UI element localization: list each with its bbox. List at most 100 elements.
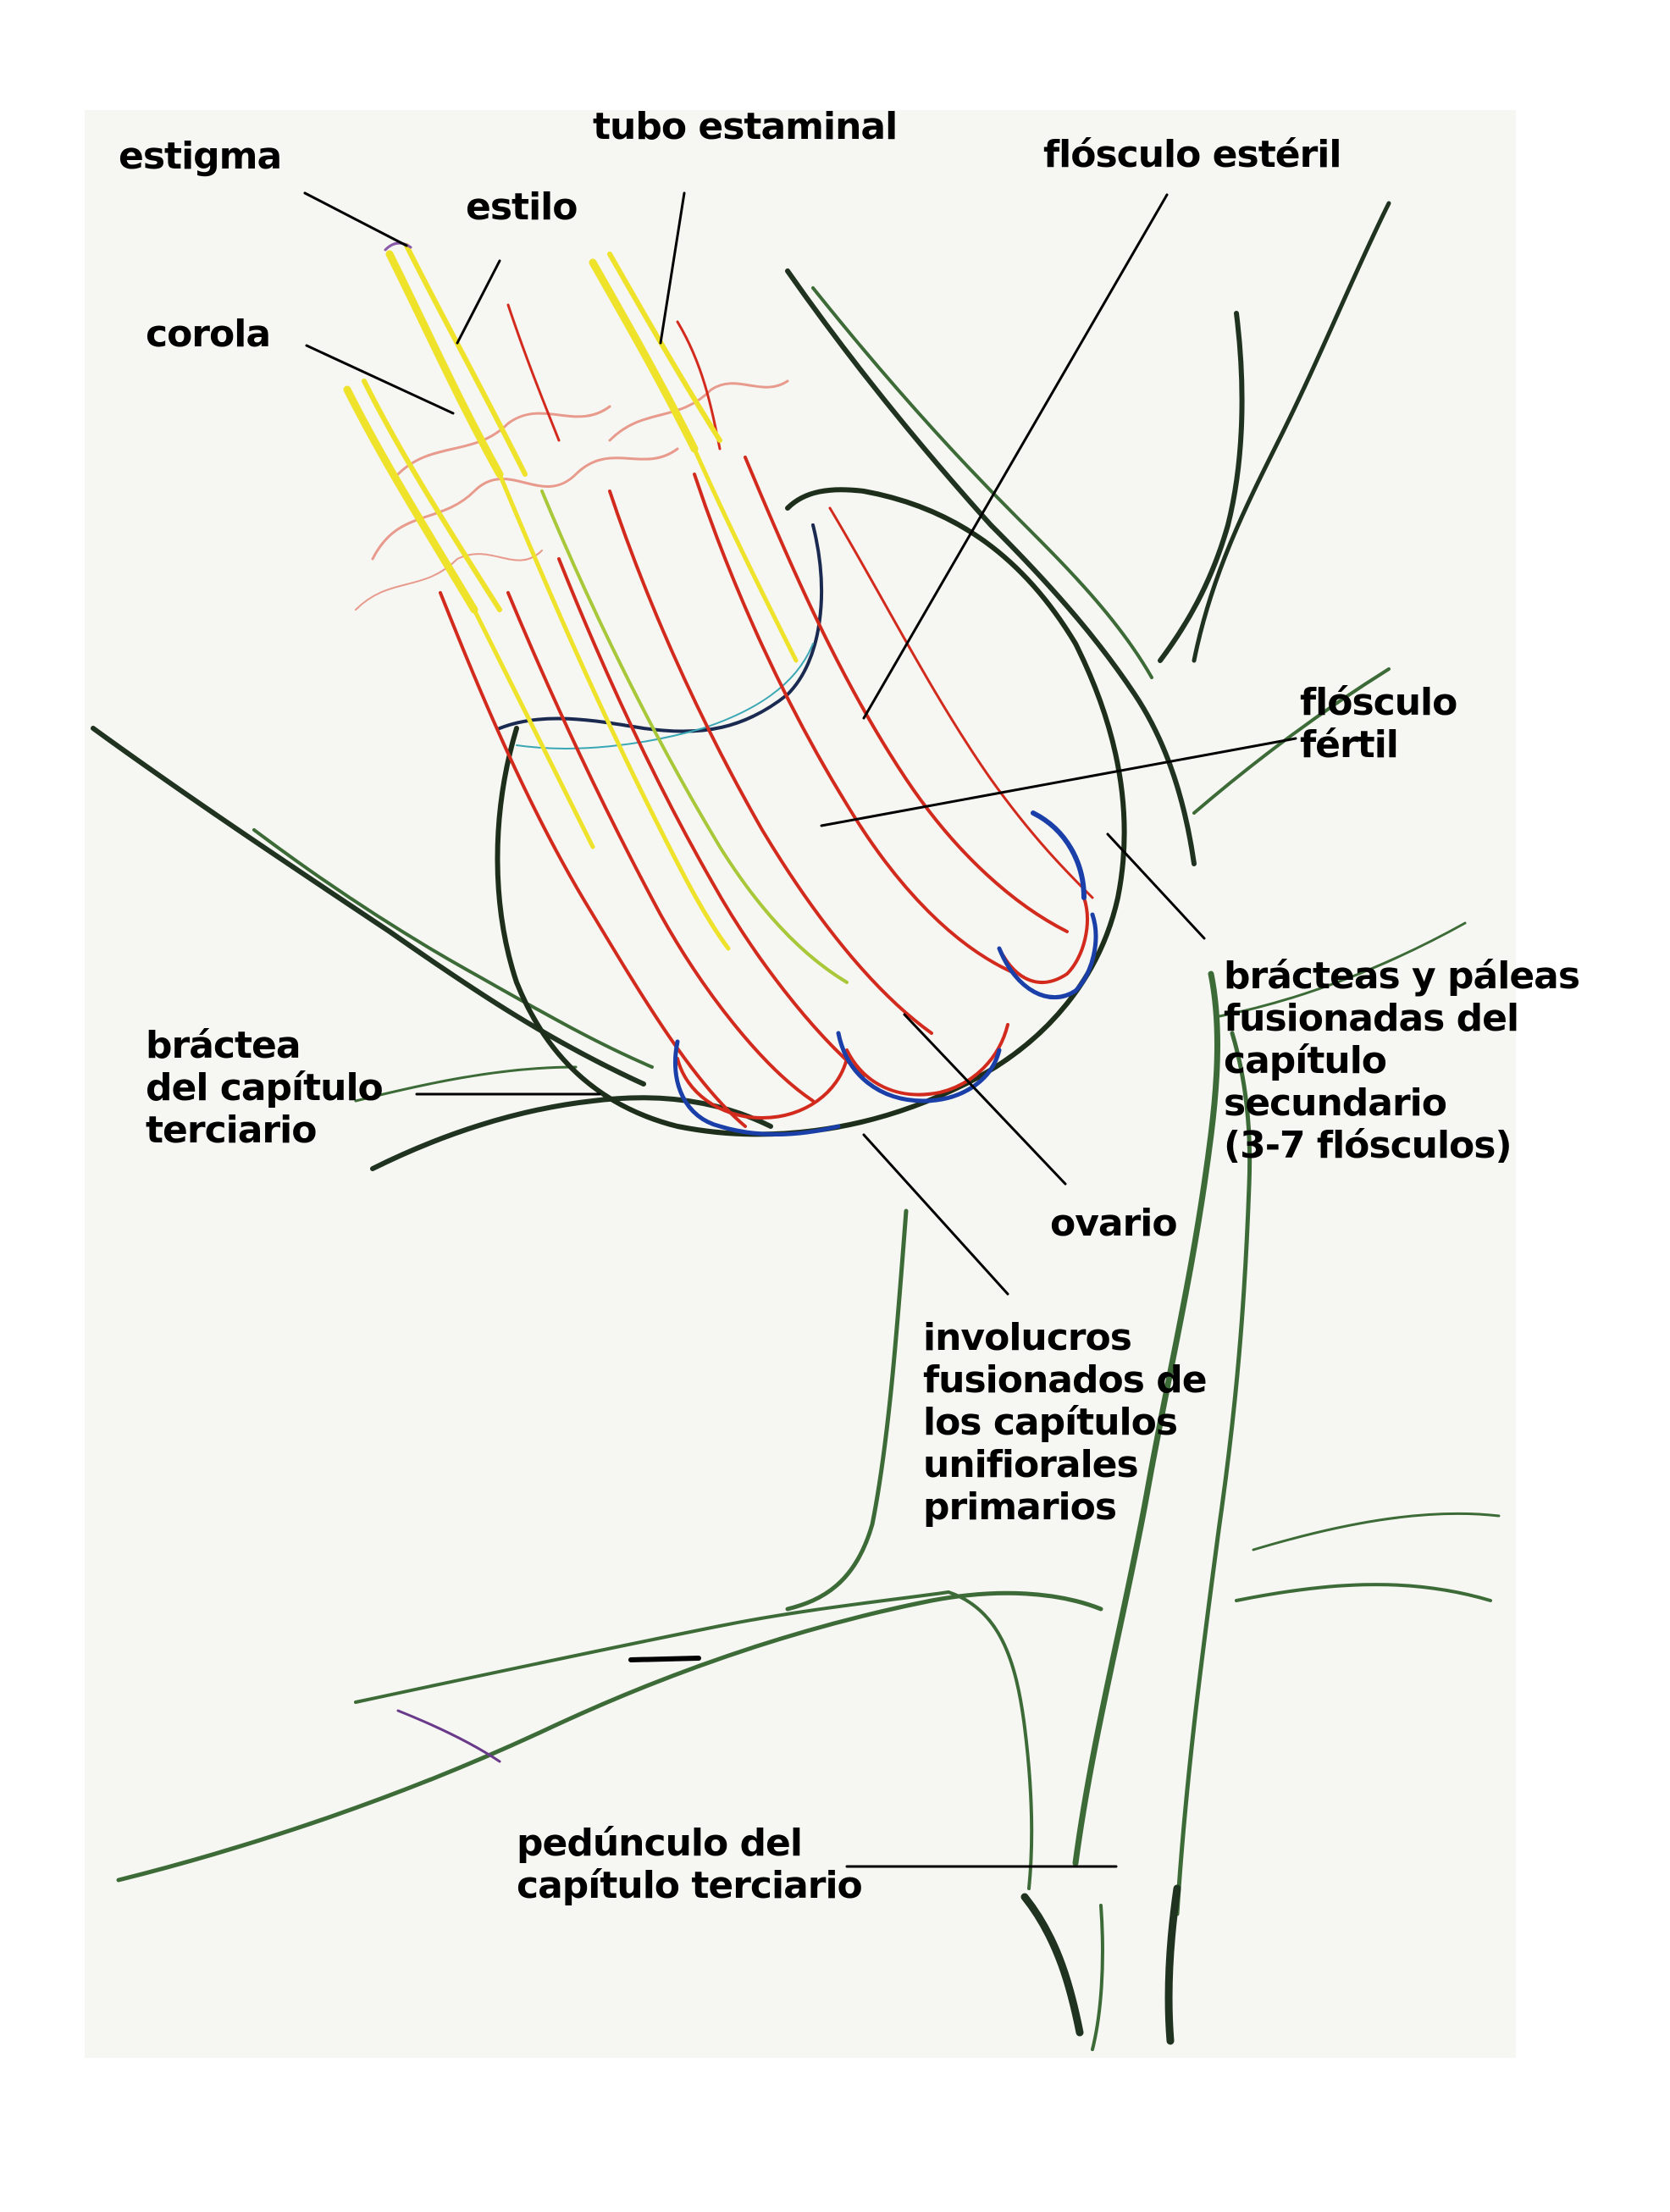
label-bractea-capitulo-line-2: del capítulo [146,1066,384,1109]
label-flosculo-esteril: flósculo estéril [1043,134,1341,176]
corolla-lobes-6 [355,550,543,611]
label-corola: corola [146,312,271,356]
corolla-lobes-4 [506,303,561,442]
leader-involucros [862,1133,1009,1296]
upper-right-branch-2 [811,286,1153,679]
left-bract-tip-2 [354,1065,578,1103]
floret-bottom-1 [676,1057,849,1120]
floret-1 [439,591,747,1128]
leader-bracteas-paleas [1106,832,1206,940]
label-flosculo-fertil: flósculo fértil [1300,682,1457,766]
main-stem-edge [1175,1031,1252,1916]
stem-neck [785,1208,909,1612]
label-peduncle-line-2: capítulo terciario [517,1864,863,1907]
label-bractea-capitulo-line-1: bráctea [146,1024,301,1067]
stem-base-mid [1091,1904,1104,2051]
envelope-rim [498,523,823,733]
style-long-2 [472,607,595,849]
label-involucros-line-4: unifiorales [923,1443,1139,1486]
leader-flosculo-esteril [862,193,1169,720]
label-ovario-text: ovario [1050,1202,1178,1245]
involucre-1 [672,1039,841,1136]
style-green [540,489,849,984]
leader-corola [305,344,455,415]
style-3b [607,252,722,443]
label-bracteas-paleas: brácteas y páleas fusionadas del capítul… [1224,954,1580,1167]
floret-6 [828,506,1094,899]
stem-group [91,201,1501,2051]
floret-bottom-2 [845,1023,1009,1097]
label-bracteas-paleas-line-2: fusionadas del [1224,997,1519,1040]
floret-4 [693,473,1018,976]
label-involucros-line-5: primarios [923,1485,1117,1529]
bract-envelope [495,487,1127,1137]
label-bracteas-paleas-line-3: capítulo [1224,1039,1387,1082]
label-peduncle: pedúnculo del capítulo terciario [517,1822,863,1907]
lower-branch-left [116,1590,1103,1883]
label-estilo-text: estilo [466,185,578,229]
leader-flosculo-fertil [820,737,1297,827]
stigma-tip [384,241,412,252]
capitulum-group [343,241,1127,1137]
label-estigma-text: estigma [119,135,282,178]
label-involucros: involucros fusionados de los capítulos u… [923,1316,1208,1529]
label-estigma: estigma [119,135,282,178]
label-estilo: estilo [466,185,578,229]
label-flosculo-esteril-text: flósculo estéril [1043,133,1341,176]
floret-3 [608,489,933,1035]
stem-base-left [1020,1893,1084,2037]
left-bract-branch [91,726,646,1087]
left-bract-branch-2 [252,828,654,1069]
label-flosculo-fertil-line-1: flósculo [1300,681,1457,724]
involucre-4 [1031,810,1087,900]
style-2b [362,379,502,612]
label-ovario: ovario [1050,1202,1178,1245]
upper-right-branch [785,268,1197,866]
corolla-lobes-1 [371,447,679,561]
label-flosculo-fertil-line-2: fértil [1300,723,1399,766]
lower-branch-arc [947,1590,1034,1890]
style-long-1 [497,472,731,951]
label-peduncle-line-1: pedúnculo del [517,1822,803,1865]
label-involucros-line-3: los capítulos [923,1401,1178,1444]
right-fork-2 [1158,311,1245,663]
style-long-3 [692,446,799,663]
main-stem [1072,971,1220,1866]
label-involucros-line-1: involucros [923,1316,1132,1359]
label-corola-text: corola [146,312,271,356]
right-side-branch [1192,667,1391,815]
label-tubo-estaminal-text: tubo estaminal [593,105,898,148]
label-bracteas-paleas-line-1: brácteas y páleas [1224,954,1580,998]
floret-2 [557,557,865,1077]
leader-tubo-estaminal [659,191,686,345]
right-fork [1192,201,1391,663]
label-bracteas-paleas-line-5: (3-7 flósculos) [1224,1124,1512,1167]
style-1b [404,243,528,477]
leader-lines [303,191,1297,1868]
leader-ovario [903,1013,1067,1186]
stem-base-right [1164,1884,1181,2045]
floret-1b [506,591,815,1103]
leader-estilo [456,259,501,345]
label-bractea-capitulo-line-3: terciario [146,1109,317,1152]
style-1 [385,250,504,478]
right-side-branch-2 [1218,921,1467,1018]
lower-branch-right-2 [1252,1512,1501,1551]
lower-branch-left-2 [354,1590,950,1704]
style-3 [589,258,699,453]
small-sprig [396,1709,501,1763]
leader-estigma [303,191,408,247]
label-involucros-line-2: fusionados de [923,1358,1208,1402]
label-bracteas-paleas-line-4: secundario [1224,1081,1447,1125]
floret-5 [744,456,1069,933]
corolla-lobes-3 [608,379,789,442]
style-2 [343,385,478,614]
involucre-3 [997,912,1098,1000]
label-tubo-estaminal: tubo estaminal [593,105,898,148]
label-bractea-capitulo: bráctea del capítulo terciario [146,1024,384,1152]
paper-background [85,110,1516,2058]
envelope-cyan [516,643,814,749]
lower-branch-right [1235,1583,1492,1602]
